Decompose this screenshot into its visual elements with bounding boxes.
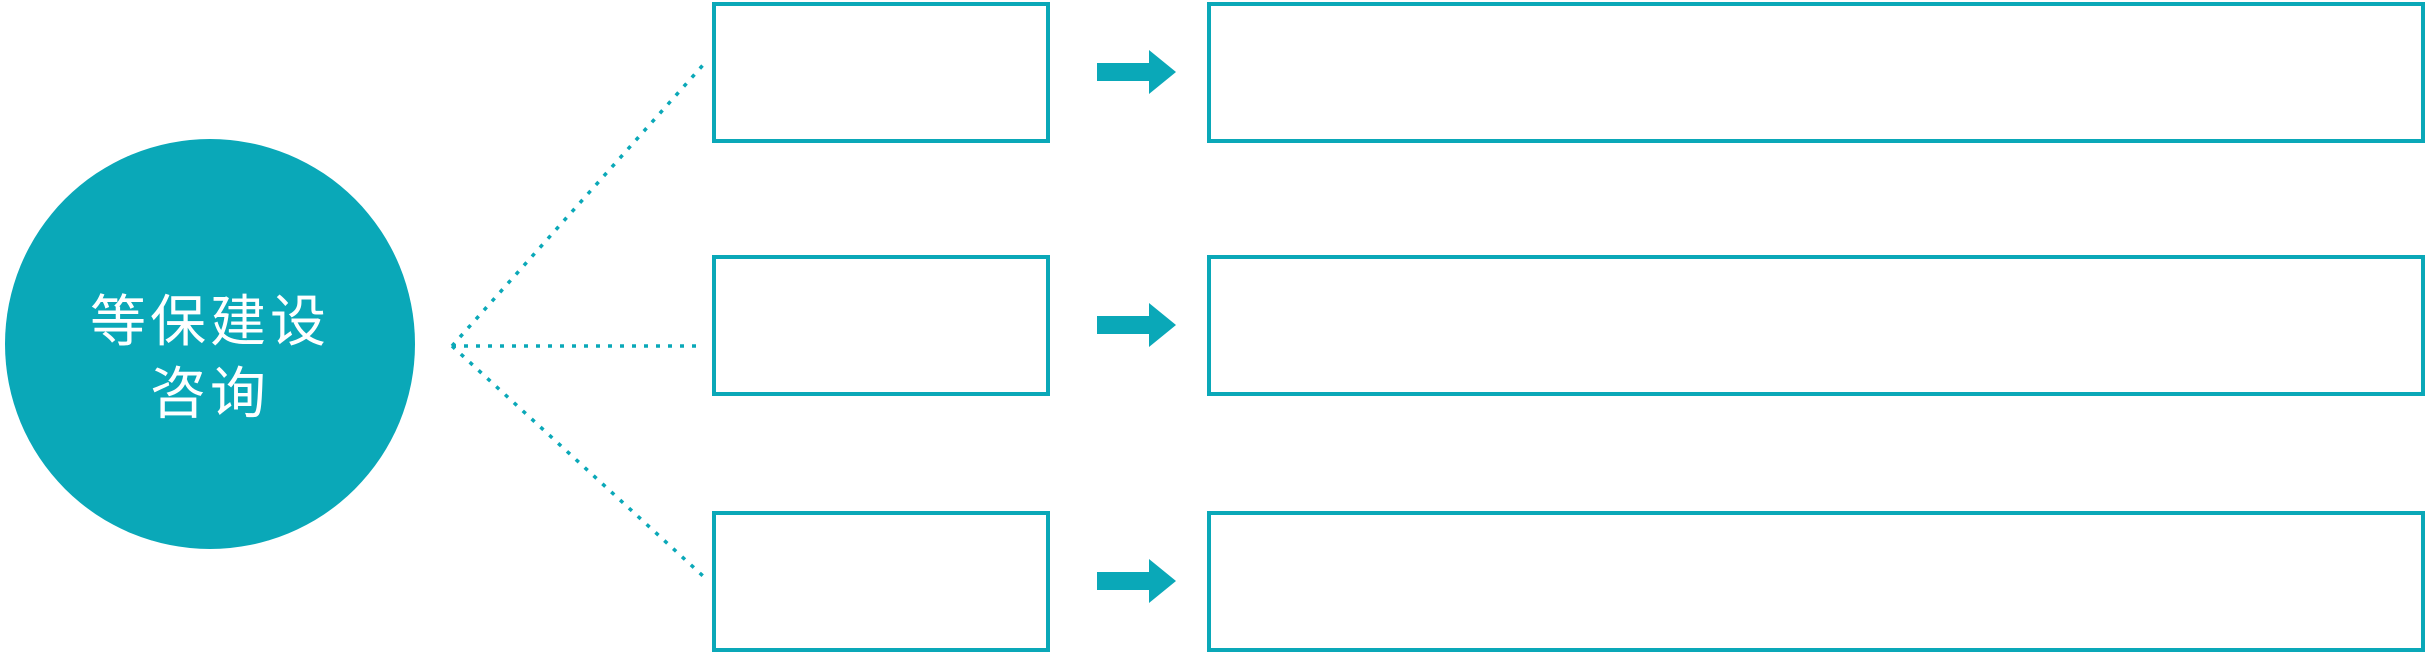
arrow-right-icon [1097, 303, 1176, 347]
step-box-1 [712, 2, 1050, 143]
step-box-2 [712, 255, 1050, 396]
hub-label-line1: 等保建设 [90, 290, 330, 353]
detail-box-3 [1207, 511, 2425, 652]
detail-box-1 [1207, 2, 2425, 143]
arrow-right-shape [1097, 303, 1176, 347]
arrow-right-shape [1097, 559, 1176, 603]
arrow-right-icon [1097, 559, 1176, 603]
detail-box-2 [1207, 255, 2425, 396]
step-box-3 [712, 511, 1050, 652]
arrow-right-icon [1097, 50, 1176, 94]
hub-circle: 等保建设 咨询 [5, 139, 415, 549]
dotted-connector-top [450, 63, 705, 348]
hub-label: 等保建设 咨询 [90, 286, 330, 430]
hub-label-line2: 咨询 [150, 362, 270, 425]
arrow-right-shape [1097, 50, 1176, 94]
dotted-connector-bottom [450, 344, 705, 578]
